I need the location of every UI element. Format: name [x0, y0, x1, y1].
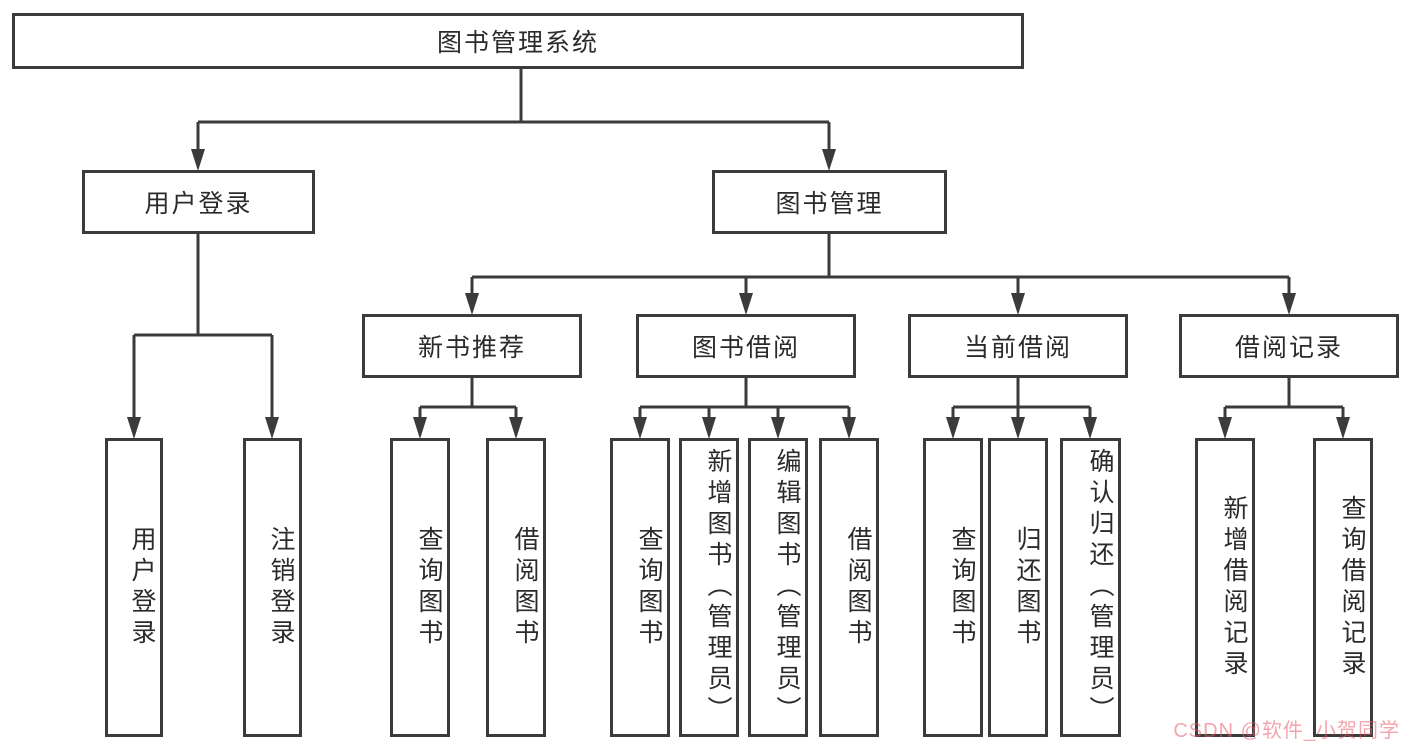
leaf-edit-books-admin: 编辑图书（管理员） — [748, 438, 808, 737]
watermark: CSDN @软件_小贺同学 — [1173, 720, 1400, 742]
node-book-borrowing: 图书借阅 — [636, 314, 856, 378]
leaf-add-borrow-record: 新增借阅记录 — [1195, 438, 1255, 737]
leaf-add-books-admin: 新增图书（管理员） — [679, 438, 739, 737]
leaf-logout: 注销登录 — [243, 438, 302, 737]
leaf-borrow-books-borrow: 借阅图书 — [819, 438, 879, 737]
node-current-borrowing: 当前借阅 — [908, 314, 1128, 378]
node-user-login: 用户登录 — [82, 170, 315, 234]
leaf-query-books-current: 查询图书 — [923, 438, 983, 737]
leaf-query-borrow-record: 查询借阅记录 — [1313, 438, 1373, 737]
node-root: 图书管理系统 — [12, 13, 1024, 69]
leaf-return-books: 归还图书 — [988, 438, 1048, 737]
tree-edges — [132, 69, 1345, 421]
leaf-user-login: 用户登录 — [105, 438, 163, 737]
leaf-borrow-books-newbook: 借阅图书 — [486, 438, 546, 737]
arrowhead-icons — [127, 149, 1350, 439]
leaf-confirm-return-admin: 确认归还（管理员） — [1060, 438, 1121, 737]
leaf-query-books-borrow: 查询图书 — [610, 438, 670, 737]
node-new-book-recommendation: 新书推荐 — [362, 314, 582, 378]
node-borrowing-records: 借阅记录 — [1179, 314, 1399, 378]
node-book-management: 图书管理 — [712, 170, 947, 234]
leaf-query-books-newbook: 查询图书 — [390, 438, 450, 737]
